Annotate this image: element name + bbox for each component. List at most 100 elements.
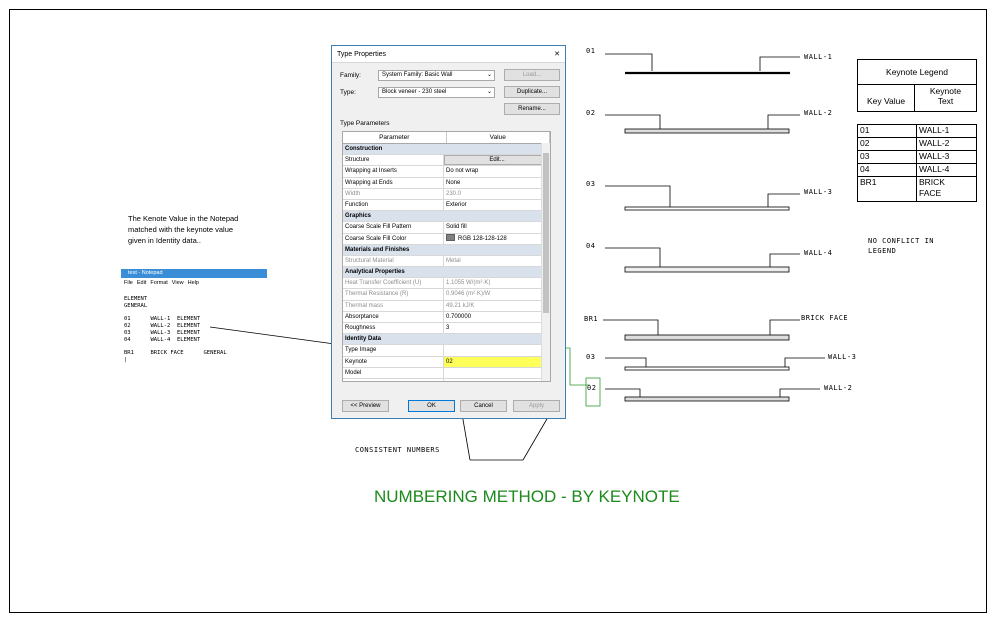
parameter-value[interactable]: Metal <box>446 257 461 264</box>
parameter-value[interactable]: Do not wrap <box>446 168 479 175</box>
type-label: Type: <box>340 89 356 96</box>
column-header-value: Value <box>447 132 550 143</box>
parameter-value[interactable] <box>444 345 550 355</box>
grid-scrollbar[interactable] <box>541 143 550 381</box>
parameter-value[interactable] <box>444 368 550 378</box>
legend-text-cell: BRICK FACE <box>916 176 977 202</box>
notepad-menu-file[interactable]: File <box>124 280 133 286</box>
parameter-row[interactable]: Model <box>343 367 550 379</box>
load-button[interactable]: Load... <box>504 69 560 81</box>
parameter-name: Thermal Resistance (R) <box>343 289 444 300</box>
parameter-value[interactable]: None <box>446 179 461 186</box>
parameter-group-row[interactable]: Identity Data≈ <box>343 334 550 346</box>
parameter-name: Roughness <box>343 323 444 334</box>
rename-button[interactable]: Rename... <box>504 103 560 115</box>
wall-tag-label: WALL-3 <box>804 188 833 196</box>
parameter-value[interactable]: 49.21 kJ/K <box>446 302 475 309</box>
parameter-value[interactable]: 0.9046 (m²·K)/W <box>446 291 491 298</box>
legend-key-cell: 02 <box>857 137 917 151</box>
legend-text-cell: WALL-4 <box>916 163 977 177</box>
parameter-name: Coarse Scale Fill Color <box>343 233 444 244</box>
notepad-menu-help[interactable]: Help <box>187 280 199 286</box>
parameter-row[interactable]: Heat Transfer Coefficient (U)1.1055 W/(m… <box>343 278 550 290</box>
preview-button[interactable]: << Preview <box>342 400 389 412</box>
apply-button[interactable]: Apply <box>513 400 560 412</box>
column-header-parameter: Parameter <box>343 132 447 143</box>
wall-tag-label: WALL-1 <box>804 53 833 61</box>
parameter-name: Structural Material <box>343 255 444 267</box>
parameter-value[interactable]: 230.0 <box>446 190 462 197</box>
group-label: Analytical Properties <box>345 269 405 276</box>
parameter-row[interactable]: Manufacturer <box>343 378 550 381</box>
legend-keynote-text-header: Keynote Text <box>929 86 962 106</box>
edit-structure-button[interactable]: Edit... <box>444 155 550 166</box>
wall-tag-label: WALL-2 <box>824 384 853 392</box>
notepad-menu-view[interactable]: View <box>171 280 184 286</box>
parameter-value[interactable]: 0.700000 <box>446 313 472 320</box>
parameter-group-row[interactable]: Construction≈ <box>343 144 550 156</box>
keynote-legend-header: Keynote Legend Key Value Keynote Text <box>857 59 977 112</box>
parameter-value[interactable]: RGB 128-128-128 <box>444 234 550 244</box>
grid-header: Parameter Value <box>343 132 550 144</box>
parameter-value[interactable]: 1.1055 W/(m²·K) <box>446 280 491 287</box>
parameter-row[interactable]: Type Image <box>343 345 550 357</box>
scrollbar-thumb[interactable] <box>543 153 549 313</box>
parameter-value[interactable] <box>444 379 550 381</box>
consistent-numbers-label: CONSISTENT NUMBERS <box>355 446 440 454</box>
family-dropdown[interactable]: System Family: Basic Wall⌄ <box>378 70 495 81</box>
legend-title: Keynote Legend <box>858 60 976 85</box>
wall-tag-label: WALL-3 <box>828 353 857 361</box>
ok-button[interactable]: OK <box>408 400 455 412</box>
parameter-row[interactable]: Coarse Scale Fill Color RGB 128-128-128 <box>343 233 550 245</box>
parameter-value[interactable]: 02 <box>444 356 550 367</box>
notepad-menu-edit[interactable]: Edit <box>136 280 147 286</box>
type-parameters-label: Type Parameters <box>340 120 390 127</box>
legend-key-cell: 03 <box>857 150 917 164</box>
color-value: RGB 128-128-128 <box>458 235 507 242</box>
notepad-menu-format[interactable]: Format <box>150 280 168 286</box>
close-icon[interactable]: ✕ <box>554 50 560 58</box>
parameter-name: Manufacturer <box>343 378 444 381</box>
parameter-name: Absorptance <box>343 311 444 322</box>
type-dropdown[interactable]: Block veneer - 230 steel⌄ <box>378 87 495 98</box>
parameter-group-row[interactable]: Materials and Finishes≈ <box>343 244 550 256</box>
parameter-value[interactable]: Edit... <box>444 155 550 166</box>
parameter-group-row[interactable]: Analytical Properties≈ <box>343 267 550 279</box>
page-title: NUMBERING METHOD - BY KEYNOTE <box>374 487 680 506</box>
duplicate-button[interactable]: Duplicate... <box>504 86 560 98</box>
parameter-name: Function <box>343 199 444 211</box>
legend-text-cell: WALL-3 <box>916 150 977 164</box>
group-label: Construction <box>345 146 383 152</box>
wall-tag-label: WALL-2 <box>804 109 833 117</box>
parameters-grid: Parameter Value Construction≈StructureEd… <box>342 131 551 382</box>
parameter-value[interactable]: Exterior <box>446 201 467 208</box>
legend-key-cell: 01 <box>857 124 917 138</box>
cancel-button[interactable]: Cancel <box>460 400 507 412</box>
drawing-frame <box>9 9 987 613</box>
parameter-name: Heat Transfer Coefficient (U) <box>343 278 444 289</box>
parameter-value[interactable]: Solid fill <box>446 224 467 231</box>
type-properties-dialog: Type Properties ✕ Family: System Family:… <box>331 45 566 419</box>
legend-text-cell: WALL-2 <box>916 137 977 151</box>
notepad-content[interactable]: ELEMENT GENERAL 01 WALL-1 ELEMENT 02 WAL… <box>124 296 227 364</box>
chevron-down-icon: ⌄ <box>486 72 492 78</box>
parameter-value[interactable]: 3 <box>446 325 450 331</box>
wall-key-label: 03 <box>586 353 596 361</box>
parameter-group-row[interactable]: Graphics≈ <box>343 211 550 223</box>
parameter-row[interactable]: Thermal Resistance (R)0.9046 (m²·K)/W <box>343 289 550 301</box>
